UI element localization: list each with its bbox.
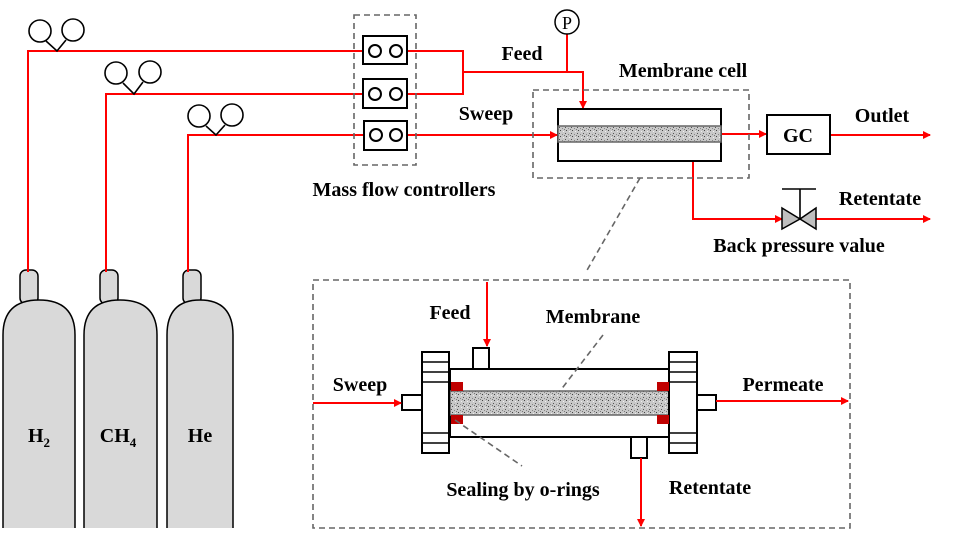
outlet-label: Outlet (855, 105, 910, 127)
membrane-cell-box (532, 89, 750, 179)
sweep-label: Sweep (459, 103, 513, 125)
cylinder-label: He (188, 425, 213, 447)
membrane-cell-label: Membrane cell (619, 60, 748, 82)
detail-membrane-module (401, 347, 717, 459)
gc-box (766, 114, 831, 155)
detail-permeate-label: Permeate (742, 374, 823, 396)
mfc-label: Mass flow controllers (313, 179, 496, 201)
back-pressure-valve-icon (781, 188, 817, 231)
cylinder-label: H2 (28, 425, 50, 450)
mass-flow-controller (363, 120, 408, 151)
mass-flow-controller (362, 35, 408, 65)
detail-sealing-label: Sealing by o-rings (446, 479, 600, 501)
feed-label: Feed (501, 43, 542, 65)
detail-retentate-label: Retentate (669, 477, 751, 499)
back-pressure-label: Back pressure value (713, 235, 885, 257)
o-ring (451, 382, 669, 424)
cylinder-ch4: CH4 (83, 269, 158, 528)
regulator-icon (187, 103, 244, 137)
regulator-icon (28, 18, 85, 53)
regulator-icon (104, 60, 162, 96)
membrane-cell (557, 108, 722, 162)
pressure-gauge-label: P (562, 13, 572, 33)
gc-label: GC (783, 125, 813, 147)
detail-sweep-label: Sweep (333, 374, 387, 396)
detail-membrane-label: Membrane (546, 306, 641, 328)
cylinder-h2: H2 (2, 269, 76, 528)
pressure-gauge-icon (554, 9, 580, 35)
cylinder-label: CH4 (100, 425, 137, 450)
mass-flow-controller (362, 78, 408, 109)
cylinder-he: He (166, 269, 234, 528)
retentate-label: Retentate (839, 188, 921, 210)
mfc-group-box (353, 14, 417, 166)
detail-feed-label: Feed (429, 302, 470, 324)
detail-leader (585, 177, 641, 273)
gas-lines (27, 34, 931, 272)
